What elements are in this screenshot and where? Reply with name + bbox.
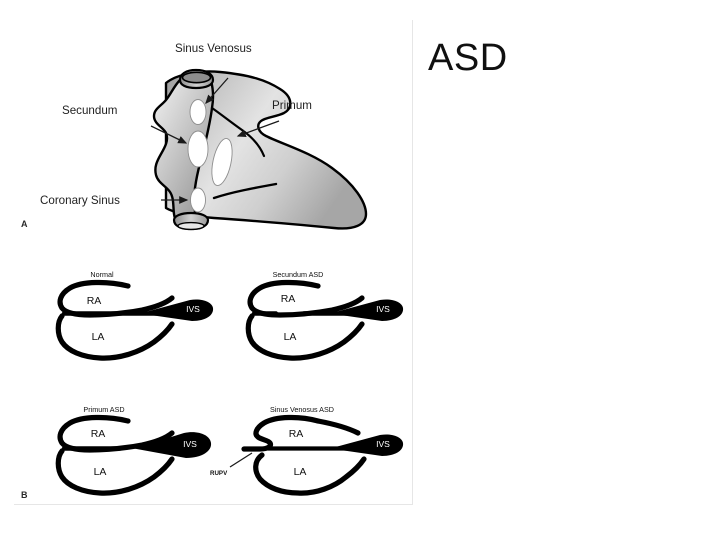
la-outline-primum: [55, 448, 175, 496]
schematic-title-primum-asd: Primum ASD: [83, 405, 124, 414]
chamber-label-ra-primum: RA: [91, 428, 106, 440]
leader-sinus-venosus: [205, 77, 229, 104]
ivc-lumen: [177, 221, 205, 231]
la-outline-secundum: [245, 313, 365, 361]
ivs-label-primum: IVS: [183, 439, 197, 449]
ra-outline-sinus-venosus: [241, 414, 321, 452]
schematic-normal: Normal RA LA IVS: [55, 270, 214, 361]
callout-label-sinus-venosus: Sinus Venosus: [175, 42, 252, 55]
defect-secundum: [187, 130, 209, 168]
la-outline-sinus-venosus: [253, 452, 367, 496]
chamber-label-la-secundum: LA: [284, 331, 297, 343]
panel-letter-a: A: [21, 219, 28, 229]
leader-secundum: [150, 125, 188, 144]
chamber-label-ra-sinus-venosus: RA: [289, 428, 304, 440]
chamber-label-la-normal: LA: [92, 331, 105, 343]
ivs-wedge-normal: [140, 299, 214, 321]
callout-label-coronary-sinus: Coronary Sinus: [40, 194, 120, 207]
ivs-wedge-sinus-venosus: [330, 434, 404, 456]
rupv-label: RUPV: [210, 470, 228, 477]
callout-label-secundum: Secundum: [62, 104, 117, 117]
callout-label-primum: Primum: [272, 99, 312, 112]
schematic-primum-asd: Primum ASD RA LA IVS: [55, 405, 212, 496]
chamber-label-ra-secundum: RA: [281, 293, 296, 305]
defect-sinus-venosus: [189, 99, 207, 125]
defect-primum: [211, 137, 233, 187]
panel-b-group: Normal RA LA IVS Secundum ASD: [21, 270, 404, 500]
schematic-title-secundum-asd: Secundum ASD: [273, 270, 324, 279]
defect-coronary-sinus: [190, 187, 206, 213]
ivs-wedge-primum: [134, 432, 212, 458]
ivs-label-secundum: IVS: [376, 304, 390, 314]
la-outline-normal: [55, 313, 175, 361]
page-title: ASD: [428, 37, 508, 79]
schematic-title-normal: Normal: [90, 270, 114, 279]
panel-a-group: Sinus Venosus Secundum Primum Coronary S…: [21, 42, 368, 231]
schematic-title-sinus-venosus-asd: Sinus Venosus ASD: [270, 405, 334, 414]
lower-contour: [212, 182, 278, 200]
ivs-label-sinus-venosus: IVS: [376, 439, 390, 449]
ivs-label-normal: IVS: [186, 304, 200, 314]
figure-image[interactable]: Sinus Venosus Secundum Primum Coronary S…: [14, 20, 413, 505]
chamber-label-la-primum: LA: [94, 466, 107, 478]
svc-lumen: [181, 71, 212, 84]
schematic-sinus-venosus-asd: Sinus Venosus ASD RUPV RA LA IVS: [210, 405, 404, 496]
ra-outline-right-sinus-venosus: [315, 418, 361, 436]
schematic-secundum-asd: Secundum ASD RA LA IVS: [245, 270, 404, 361]
leader-primum: [236, 120, 280, 137]
chamber-label-ra-normal: RA: [87, 295, 102, 307]
chamber-label-la-sinus-venosus: LA: [294, 466, 307, 478]
leader-rupv: [229, 452, 253, 468]
panel-letter-b: B: [21, 490, 28, 500]
ivs-wedge-secundum: [330, 299, 404, 321]
asd-figure-graphic: Sinus Venosus Secundum Primum Coronary S…: [21, 42, 404, 500]
